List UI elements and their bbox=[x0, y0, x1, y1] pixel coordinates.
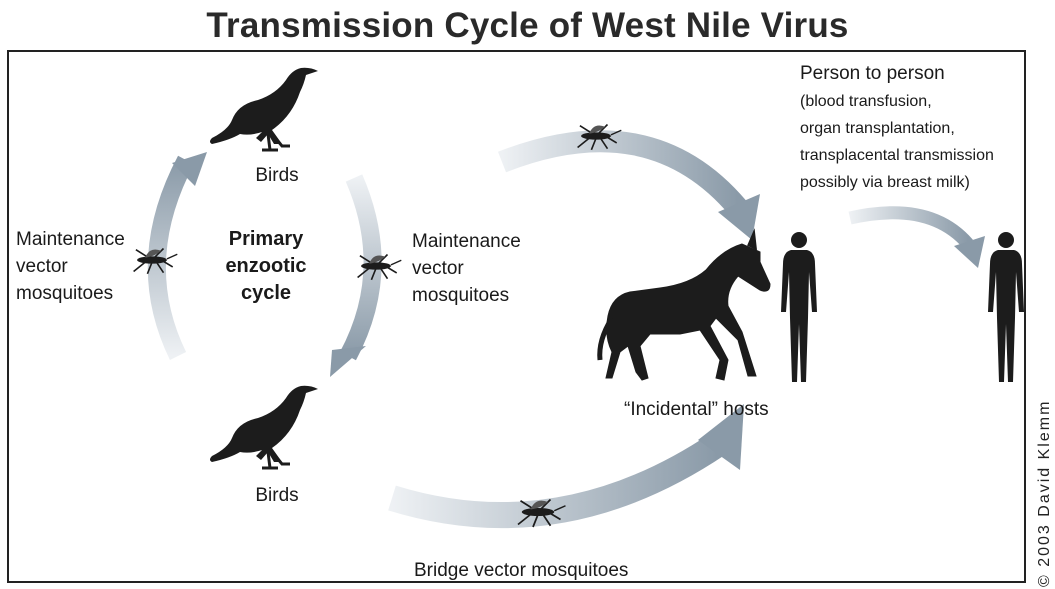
right-maintenance-vector-label: Maintenance vector mosquitoes bbox=[412, 228, 521, 309]
crow-silhouette-bottom bbox=[210, 386, 318, 468]
person-detail-line: (blood transfusion, bbox=[800, 88, 1026, 115]
birds-label-top: Birds bbox=[242, 162, 312, 189]
left-vector-line: vector bbox=[16, 253, 125, 280]
person-to-person-arrow bbox=[850, 213, 968, 244]
center-label-line: enzootic bbox=[206, 253, 326, 280]
center-label-line: cycle bbox=[206, 280, 326, 307]
bridge-vector-label: Bridge vector mosquitoes bbox=[414, 557, 628, 584]
bridge-transmission-arrow bbox=[392, 444, 718, 515]
human-silhouette-recipient bbox=[988, 232, 1024, 382]
right-vector-line: Maintenance bbox=[412, 228, 521, 255]
person-detail-line: organ transplantation, bbox=[800, 115, 1026, 142]
copyright-notice: © 2003 David Klemm bbox=[1036, 400, 1054, 587]
person-detail-line: transplacental transmission bbox=[800, 142, 1026, 169]
left-vector-line: Maintenance bbox=[16, 226, 125, 253]
left-vector-line: mosquitoes bbox=[16, 280, 125, 307]
center-label-line: Primary bbox=[206, 226, 326, 253]
primary-enzootic-cycle-label: Primary enzootic cycle bbox=[206, 226, 326, 307]
cycle-arrowhead-right bbox=[330, 346, 366, 377]
person-detail-line: possibly via breast milk) bbox=[800, 169, 1026, 196]
crow-silhouette-top bbox=[210, 68, 318, 150]
person-to-person-label: Person to person bbox=[800, 60, 945, 87]
right-vector-line: mosquitoes bbox=[412, 282, 521, 309]
left-maintenance-vector-label: Maintenance vector mosquitoes bbox=[16, 226, 125, 307]
human-silhouette bbox=[781, 232, 817, 382]
birds-label-bottom: Birds bbox=[242, 482, 312, 509]
horse-silhouette bbox=[600, 232, 770, 380]
upper-transmission-arrow bbox=[502, 141, 738, 208]
right-vector-line: vector bbox=[412, 255, 521, 282]
person-to-person-details: (blood transfusion, organ transplantatio… bbox=[800, 88, 1026, 196]
incidental-hosts-label: “Incidental” hosts bbox=[624, 396, 769, 423]
